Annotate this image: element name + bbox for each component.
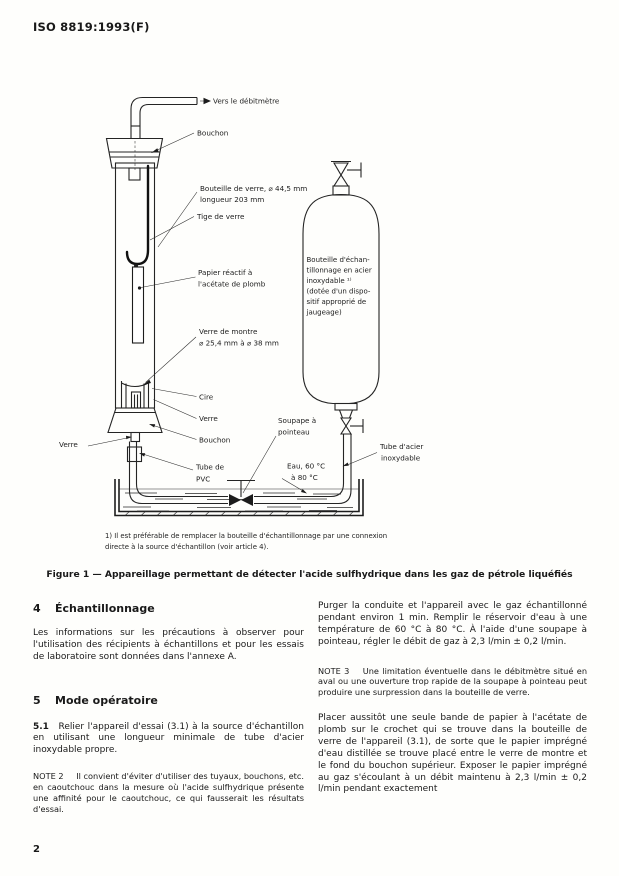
callout-labels: Vers le débitmètre Bouchon Bouteille de … xyxy=(59,97,423,484)
label-bouchon-top: Bouchon xyxy=(197,129,228,138)
cylinder-label-line: sitif approprié de xyxy=(307,298,367,306)
label-verre-de-montre: ⌀ 25,4 mm à ⌀ 38 mm xyxy=(199,339,279,348)
water-bath xyxy=(114,479,364,517)
figure-1: Bouteille d'échan- tillonnage en acier i… xyxy=(0,88,619,536)
text-column-right: Purger la conduite et l'appareil avec le… xyxy=(318,601,587,796)
label-tube-acier: Tube d'acier xyxy=(379,442,423,451)
section-number: 4 xyxy=(33,602,41,615)
label-bouteille-verre: longueur 203 mm xyxy=(200,195,264,204)
label-verre-mid: Verre xyxy=(199,414,218,423)
label-papier-reactif: l'acétate de plomb xyxy=(198,280,266,289)
label-eau: Eau, 60 °C xyxy=(287,462,325,471)
label-tube-pvc: PVC xyxy=(196,475,210,484)
section-4-heading: 4 Échantillonnage xyxy=(33,603,304,615)
label-bouteille-verre: Bouteille de verre, ⌀ 44,5 mm xyxy=(200,184,307,193)
section-number: 5 xyxy=(33,693,41,707)
clause-number: 5.1 xyxy=(33,721,49,732)
label-papier-reactif: Papier réactif à xyxy=(198,268,252,277)
label-soupape: Soupape à xyxy=(278,416,316,425)
note-label: NOTE 3 xyxy=(318,665,350,676)
note-2: NOTE 2 Il convient d'éviter d'utiliser d… xyxy=(33,771,304,814)
note-text: Il convient d'éviter d'utiliser des tuya… xyxy=(33,771,304,814)
label-cire: Cire xyxy=(199,393,214,402)
figure-footnote: 1) Il est préférable de remplacer la bou… xyxy=(105,532,388,551)
procedure-paragraph-2: Placer aussitôt une seule bande de papie… xyxy=(318,713,587,795)
glass-bottle-apparatus xyxy=(105,96,228,505)
cylinder-label-line: jaugeage) xyxy=(306,309,342,317)
section-4-paragraph: Les informations sur les précautions à o… xyxy=(33,627,304,662)
label-verre-left: Verre xyxy=(59,440,78,449)
flow-arrow-icon xyxy=(203,97,211,105)
apparatus-diagram: Bouteille d'échan- tillonnage en acier i… xyxy=(59,96,423,517)
figure-caption: Figure 1 — Appareillage permettant de dé… xyxy=(46,569,573,580)
page-number: 2 xyxy=(33,844,40,855)
procedure-paragraph-1: Purger la conduite et l'appareil avec le… xyxy=(318,601,587,647)
label-tube-pvc: Tube de xyxy=(195,463,225,472)
section-title: Échantillonnage xyxy=(55,602,155,615)
callout-leaders xyxy=(87,132,378,494)
note-text: Une limitation éventuelle dans le débitm… xyxy=(318,665,588,698)
label-eau: à 80 °C xyxy=(291,473,318,482)
needle-valve xyxy=(227,479,255,506)
label-bouchon-bottom: Bouchon xyxy=(199,436,230,445)
note-3: NOTE 3 Une limitation éventuelle dans le… xyxy=(318,666,587,698)
standard-reference: ISO 8819:1993(F) xyxy=(33,20,150,34)
label-vers-debitmetre: Vers le débitmètre xyxy=(213,97,280,106)
label-soupape: pointeau xyxy=(278,428,310,437)
steel-cylinder: Bouteille d'échan- tillonnage en acier i… xyxy=(254,160,380,505)
text-column-left: 4 Échantillonnage Les informations sur l… xyxy=(33,603,304,814)
label-verre-de-montre: Verre de montre xyxy=(199,327,258,336)
cylinder-label-line: Bouteille d'échan- xyxy=(307,256,371,264)
section-title: Mode opératoire xyxy=(55,693,158,707)
note-label: NOTE 2 xyxy=(33,771,64,782)
reactive-paper-strip xyxy=(131,266,145,344)
cylinder-label-line: tillonnage en acier xyxy=(307,267,372,275)
label-tube-acier: inoxydable xyxy=(381,454,421,463)
clause-5-1: 5.1 Relier l'appareil d'essai (3.1) à la… xyxy=(33,722,304,758)
label-tige-de-verre: Tige de verre xyxy=(196,212,245,221)
water-surface-marks xyxy=(123,492,353,512)
section-5-heading: 5 Mode opératoire xyxy=(33,693,304,707)
cylinder-label-line: inoxydable ¹⁾ xyxy=(307,277,352,285)
clause-text: Relier l'appareil d'essai (3.1) à la sou… xyxy=(33,721,304,756)
cylinder-label-line: (dotée d'un dispo- xyxy=(307,288,371,296)
